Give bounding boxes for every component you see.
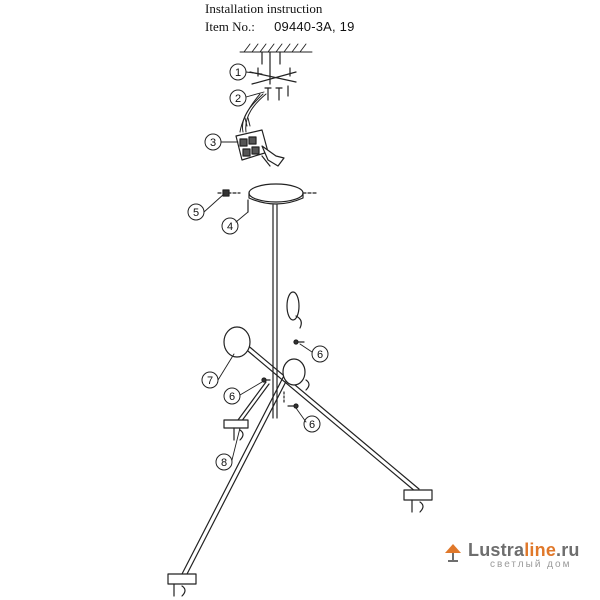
callout-1-circle <box>229 63 247 81</box>
watermark-brand: Lustraline.ru <box>468 540 580 561</box>
callout-6c: 6 <box>309 419 315 431</box>
watermark-brand-part1: Lustra <box>468 540 525 560</box>
callout-2-circle <box>229 89 247 107</box>
mounting-bracket <box>249 51 297 85</box>
callout-7: 7 <box>207 375 213 387</box>
central-stem <box>272 204 278 419</box>
callout-2: 2 <box>235 93 241 105</box>
callout-1: 1 <box>235 67 241 79</box>
arm-left-short <box>223 381 270 441</box>
item-number-value: 09440-3A, 19 <box>274 19 355 34</box>
watermark-brand-part3: .ru <box>556 540 580 560</box>
callout-5: 5 <box>193 207 199 219</box>
document-header: Installation instruction Item No.: 09440… <box>205 0 355 36</box>
callout-4: 4 <box>227 221 233 233</box>
ceiling-hatch <box>239 43 313 53</box>
lustraline-watermark: Lustraline.ru светлый дом <box>445 540 580 570</box>
bracket-screws <box>264 85 289 101</box>
callout-6a: 6 <box>317 349 323 361</box>
callout-5-circle <box>187 203 205 221</box>
supply-wires <box>239 93 267 133</box>
callout-6a-circle <box>311 345 329 363</box>
callout-6c-circle <box>303 415 321 433</box>
watermark-subtitle: светлый дом <box>490 559 572 570</box>
callout-8-circle <box>215 453 233 471</box>
arm-bottom-left <box>167 359 297 597</box>
item-number-label: Item No.: <box>205 19 255 34</box>
globe-shades <box>223 291 310 391</box>
arm-bottom-right <box>229 332 433 513</box>
callout-6b-circle <box>223 387 241 405</box>
callout-3: 3 <box>210 137 216 149</box>
watermark-brand-part2: line <box>524 540 557 560</box>
callout-3-circle <box>204 133 222 151</box>
canopy <box>217 183 319 213</box>
callout-numbers: 1 2 3 4 5 6 6 6 7 8 <box>193 67 323 469</box>
callout-markers <box>187 63 329 471</box>
callout-8: 8 <box>221 457 227 469</box>
callout-leaders <box>203 71 313 461</box>
document-title: Installation instruction <box>205 1 323 16</box>
lamp-logo-icon <box>445 544 461 562</box>
terminal-block <box>235 129 285 167</box>
item-number-row: Item No.: 09440-3A, 19 <box>205 18 355 36</box>
callout-7-circle <box>201 371 219 389</box>
callout-4-circle <box>221 217 239 235</box>
callout-6b: 6 <box>229 391 235 403</box>
